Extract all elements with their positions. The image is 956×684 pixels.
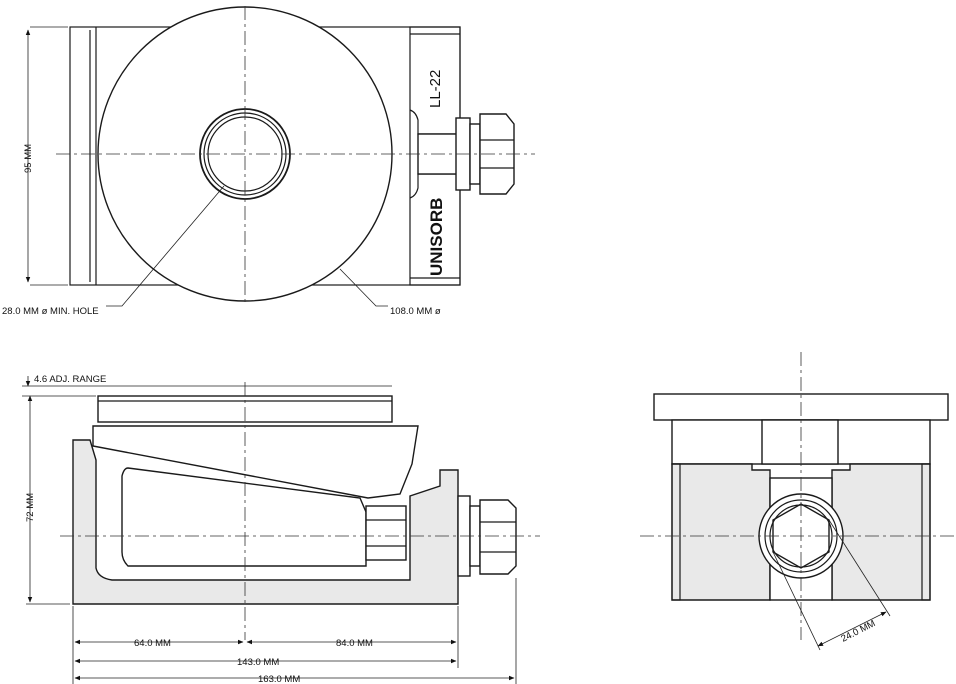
bolt-size-label: 24.0 MM — [839, 618, 877, 645]
dim-left-label: 64.0 MM — [134, 638, 171, 649]
adj-range-label: 4.6 ADJ. RANGE — [34, 374, 106, 385]
side-inner-cavity — [121, 467, 367, 567]
pad-leader — [339, 268, 388, 307]
side-view: 4.6 ADJ. RANGE 72 MM 64.0 MM 84.0 MM 143… — [22, 374, 540, 684]
side-height-label: 72 MM — [25, 493, 36, 522]
brand-label: UNISORB — [427, 198, 446, 276]
dim-overall-label: 163.0 MM — [258, 674, 300, 684]
side-wedge — [92, 425, 419, 499]
adjust-bolt-head — [479, 113, 515, 195]
side-bolt-head — [479, 499, 517, 575]
dim-body-label: 143.0 MM — [237, 657, 279, 668]
hole-dimension-label: 28.0 MM ø MIN. HOLE — [2, 306, 99, 317]
hole-leader — [106, 185, 225, 307]
top-view: UNISORB LL-22 95 MM 28.0 MM ø MIN. HOLE … — [2, 6, 535, 317]
height-dimension-label: 95 MM — [23, 144, 34, 173]
dim-right-label: 84.0 MM — [336, 638, 373, 649]
model-label: LL-22 — [427, 70, 444, 108]
end-right-foot — [831, 463, 931, 601]
end-left-foot — [671, 463, 771, 601]
pad-dimension-label: 108.0 MM ø — [390, 306, 441, 317]
end-view: 24.0 MM — [640, 352, 956, 651]
side-housing — [72, 439, 459, 605]
